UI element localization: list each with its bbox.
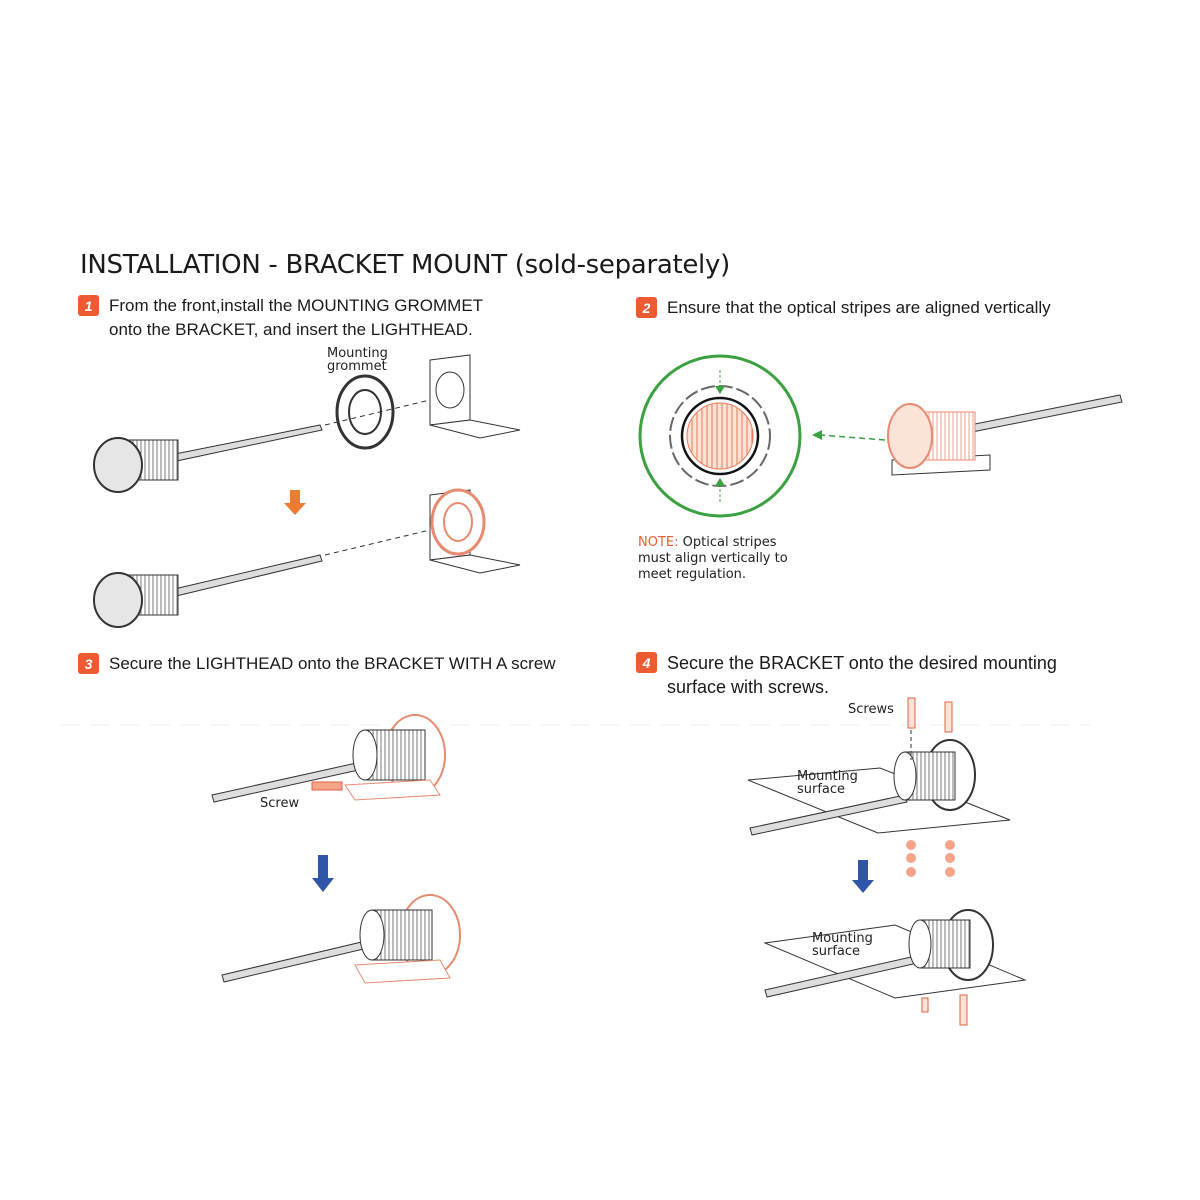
step-text: Secure the BRACKET onto the desired moun… [667, 653, 1057, 673]
lighthead-drawing [93, 424, 323, 493]
grommet-drawing [335, 374, 395, 450]
lighthead-on-bracket [211, 714, 446, 803]
step-text: Ensure that the optical stripes are alig… [667, 298, 1051, 317]
step-number-badge: 2 [636, 297, 657, 318]
lighthead-drawing [93, 554, 323, 628]
bracket-drawing [429, 354, 521, 439]
screw-label: Screw [260, 796, 300, 811]
step-3: 3 Secure the LIGHTHEAD onto the BRACKET … [78, 652, 556, 676]
step-text: surface with screws. [667, 677, 830, 697]
step-text: onto the BRACKET, and insert the LIGHTHE… [109, 320, 473, 339]
down-arrow-icon [284, 490, 306, 515]
step-text: Secure the LIGHTHEAD onto the BRACKET WI… [109, 654, 556, 673]
lighthead-secured [221, 894, 461, 984]
lighthead-on-bracket [887, 394, 1123, 476]
step-text: From the front,install the MOUNTING GROM… [109, 296, 484, 315]
step-number-badge: 3 [78, 653, 99, 674]
down-arrow-icon [312, 855, 334, 892]
bracket-with-grommet [429, 488, 521, 574]
screws-label: Screws [848, 702, 894, 717]
step-1: 1 From the front,install the MOUNTING GR… [78, 294, 483, 342]
page-title: INSTALLATION - BRACKET MOUNT (sold-separ… [80, 250, 730, 280]
note-text: NOTE: Optical stripes must align vertica… [638, 535, 788, 582]
step-number-badge: 1 [78, 295, 99, 316]
surface-assembly-secured [763, 909, 1027, 1026]
down-arrow-icon [852, 860, 874, 893]
optical-stripes-detail [638, 354, 886, 518]
step-2: 2 Ensure that the optical stripes are al… [636, 296, 1051, 320]
surface-assembly [747, 697, 1011, 877]
step-number-badge: 4 [636, 652, 657, 673]
step-4: 4 Secure the BRACKET onto the desired mo… [636, 651, 1057, 699]
